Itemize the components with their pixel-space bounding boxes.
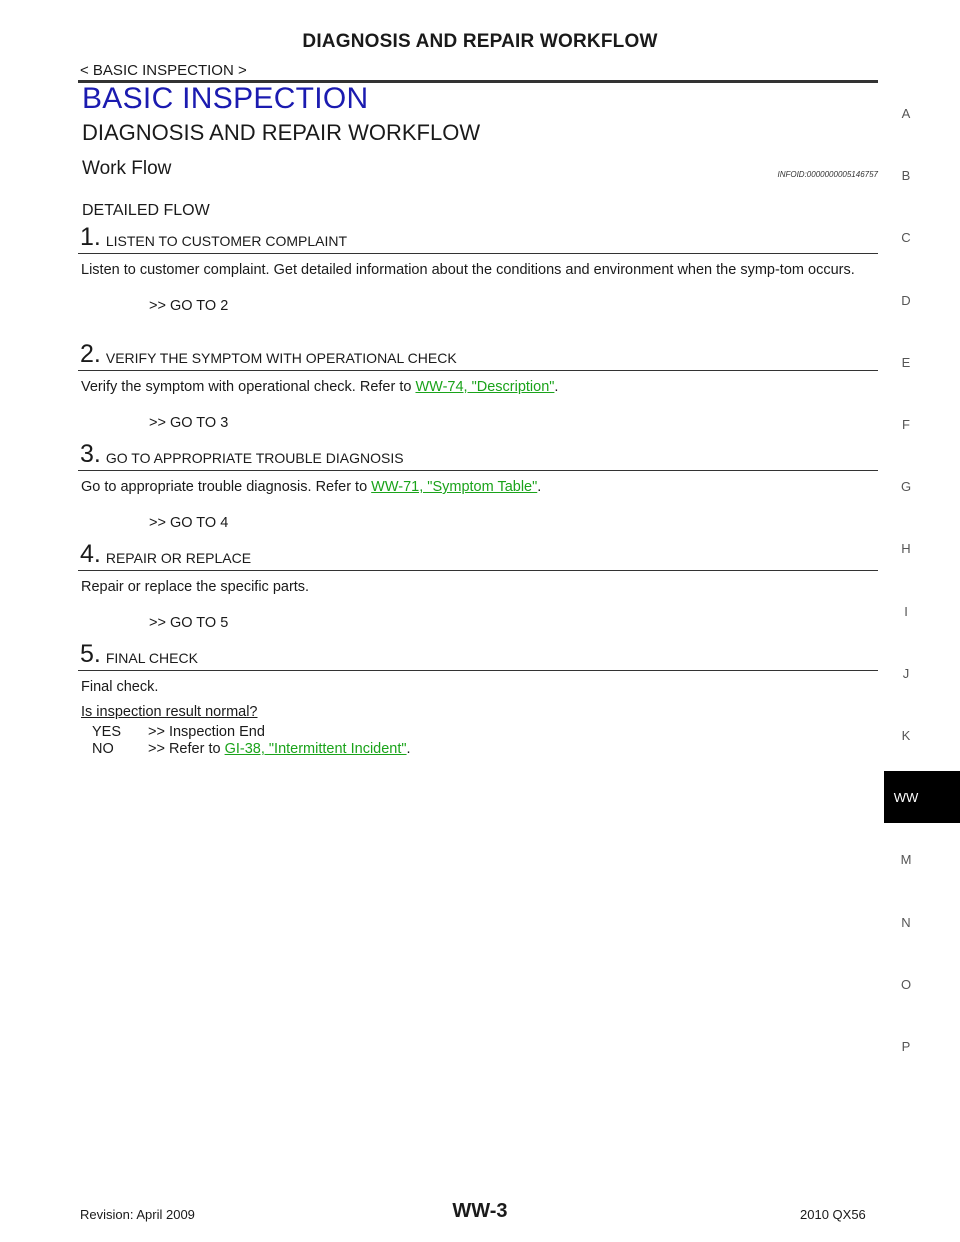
side-tab-d[interactable]: D xyxy=(901,292,911,308)
goto-instruction: >> GO TO 5 xyxy=(149,615,229,631)
reference-link-description[interactable]: WW-74, "Description" xyxy=(415,379,555,395)
step-header: 1. LISTEN TO CUSTOMER COMPLAINT xyxy=(78,223,878,254)
step-5: 5. FINAL CHECK Final check. Is inspectio… xyxy=(78,640,878,758)
result-text-suffix: . xyxy=(406,741,411,757)
side-tab-i[interactable]: I xyxy=(904,603,908,619)
result-key: YES xyxy=(92,724,122,740)
step-3: 3. GO TO APPROPRIATE TROUBLE DIAGNOSIS G… xyxy=(78,440,878,531)
header-rule xyxy=(78,80,878,83)
side-tab-c[interactable]: C xyxy=(901,230,911,246)
side-tab-j[interactable]: J xyxy=(902,665,910,681)
step-number: 5. xyxy=(80,640,101,668)
result-text: >> Refer to GI-38, "Intermittent Inciden… xyxy=(148,741,411,758)
side-tab-p[interactable]: P xyxy=(901,1039,911,1054)
side-tab-o[interactable]: O xyxy=(900,976,912,992)
step-1: 1. LISTEN TO CUSTOMER COMPLAINT Listen t… xyxy=(78,223,878,314)
step-header: 2. VERIFY THE SYMPTOM WITH OPERATIONAL C… xyxy=(78,340,878,371)
result-text-prefix: >> Refer to xyxy=(148,741,225,757)
step-body: Go to appropriate trouble diagnosis. Ref… xyxy=(78,478,878,497)
step-number: 4. xyxy=(80,540,101,568)
side-tab-f[interactable]: F xyxy=(902,417,910,432)
page-header-title: DIAGNOSIS AND REPAIR WORKFLOW xyxy=(302,31,658,52)
side-tab-e[interactable]: E xyxy=(901,354,911,370)
footer-page-number: WW-3 xyxy=(452,1200,508,1222)
step-body: Final check. xyxy=(81,679,159,695)
step-header: 5. FINAL CHECK xyxy=(78,640,878,671)
reference-link-symptom-table[interactable]: WW-71, "Symptom Table" xyxy=(371,479,538,495)
result-no: NO >> Refer to GI-38, "Intermittent Inci… xyxy=(78,741,878,758)
goto-instruction: >> GO TO 3 xyxy=(149,415,229,431)
workflow-title: Work Flow xyxy=(82,158,172,179)
step-number: 1. xyxy=(80,223,101,251)
footer-revision: Revision: April 2009 xyxy=(80,1207,195,1222)
detailed-flow-label: DETAILED FLOW xyxy=(82,202,210,219)
step-body-suffix: . xyxy=(554,379,559,395)
step-body-text: Go to appropriate trouble diagnosis. Ref… xyxy=(81,479,372,495)
goto-instruction: >> GO TO 4 xyxy=(149,515,229,531)
step-body: Verify the symptom with operational chec… xyxy=(78,378,878,397)
goto-instruction: >> GO TO 2 xyxy=(149,298,229,314)
step-label: LISTEN TO CUSTOMER COMPLAINT xyxy=(105,233,348,249)
subsection-title: DIAGNOSIS AND REPAIR WORKFLOW xyxy=(82,120,481,145)
footer-model: 2010 QX56 xyxy=(800,1207,866,1222)
side-tab-m[interactable]: M xyxy=(900,852,912,868)
step-body-suffix: . xyxy=(537,479,542,495)
info-id: INFOID:0000000005146757 xyxy=(777,170,878,179)
side-tab-a[interactable]: A xyxy=(901,106,911,121)
result-yes: YES >> Inspection End xyxy=(78,724,878,741)
step-label: FINAL CHECK xyxy=(105,650,198,666)
reference-link-intermittent-incident[interactable]: GI-38, "Intermittent Incident" xyxy=(224,741,407,757)
side-tab-k[interactable]: K xyxy=(901,728,911,743)
side-tab-b[interactable]: B xyxy=(901,168,911,184)
result-key: NO xyxy=(92,741,114,757)
side-tab-active[interactable]: WW xyxy=(884,771,960,823)
side-tab-g[interactable]: G xyxy=(900,479,912,495)
step-label: GO TO APPROPRIATE TROUBLE DIAGNOSIS xyxy=(105,450,404,466)
side-tab-n[interactable]: N xyxy=(901,914,911,930)
step-body: Listen to customer complaint. Get detail… xyxy=(81,262,855,278)
step-body: Repair or replace the specific parts. xyxy=(81,579,310,595)
step-header: 4. REPAIR OR REPLACE xyxy=(78,540,878,571)
step-number: 2. xyxy=(80,340,101,368)
section-title: BASIC INSPECTION xyxy=(82,82,369,115)
result-text: >> Inspection End xyxy=(148,724,265,740)
side-tab-h[interactable]: H xyxy=(901,541,911,557)
step-4: 4. REPAIR OR REPLACE Repair or replace t… xyxy=(78,540,878,631)
step-body-text: Verify the symptom with operational chec… xyxy=(81,379,416,395)
breadcrumb: < BASIC INSPECTION > xyxy=(80,62,247,79)
step-label: VERIFY THE SYMPTOM WITH OPERATIONAL CHEC… xyxy=(105,350,457,366)
step-2: 2. VERIFY THE SYMPTOM WITH OPERATIONAL C… xyxy=(78,340,878,431)
step-label: REPAIR OR REPLACE xyxy=(105,550,252,566)
step-number: 3. xyxy=(80,440,101,468)
step-header: 3. GO TO APPROPRIATE TROUBLE DIAGNOSIS xyxy=(78,440,878,471)
inspection-question: Is inspection result normal? xyxy=(81,704,258,720)
